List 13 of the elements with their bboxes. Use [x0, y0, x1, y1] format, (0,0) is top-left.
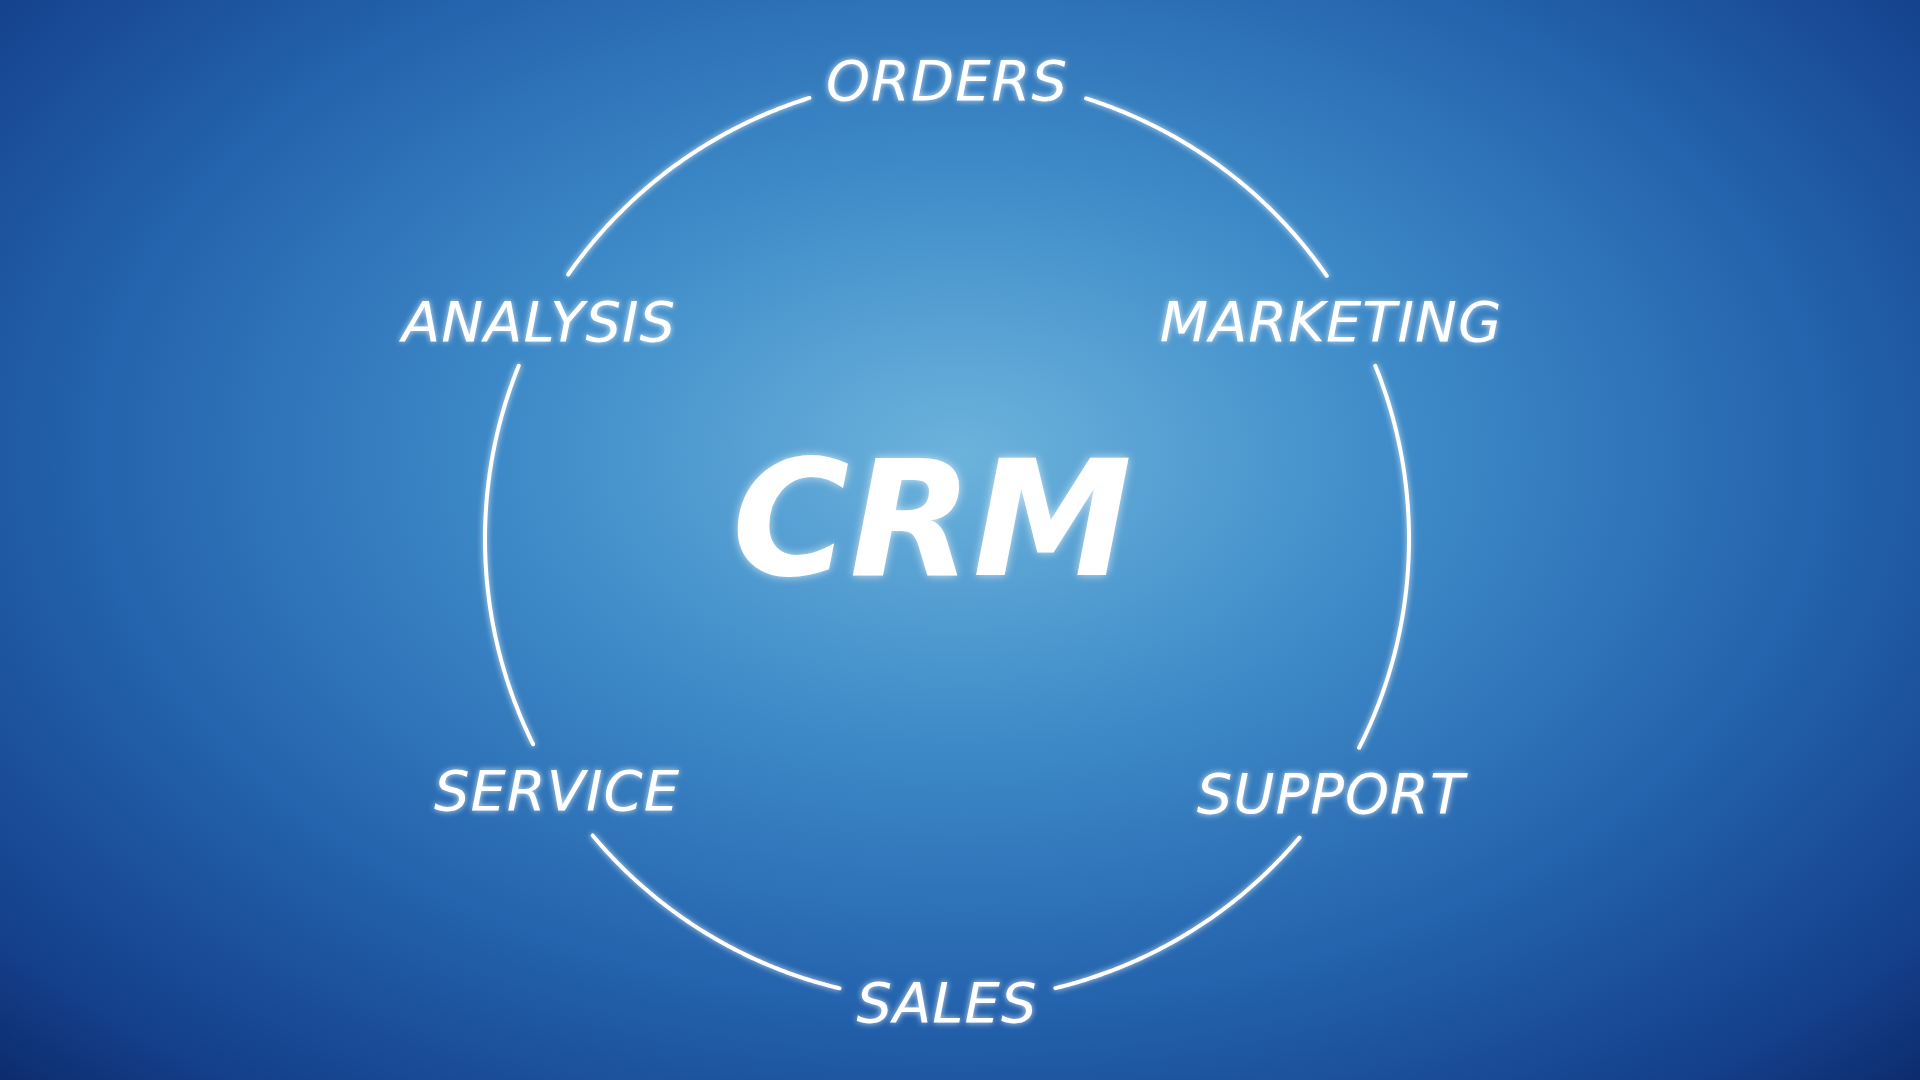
node-label: MARKETING — [1153, 286, 1509, 356]
circle-arc — [590, 833, 842, 991]
circle-arc — [566, 95, 812, 277]
circle-arc — [483, 363, 536, 747]
node-label: SUPPORT — [1190, 758, 1472, 828]
circle-arc — [1084, 96, 1329, 278]
circle-arc — [1053, 835, 1302, 991]
node-label: SERVICE — [427, 755, 687, 825]
node-label: SALES — [850, 967, 1044, 1037]
node-label: ORDERS — [820, 45, 1074, 115]
center-title: CRM — [732, 425, 1132, 613]
circle-arc — [1357, 363, 1411, 750]
node-label: ANALYSIS — [395, 286, 683, 356]
